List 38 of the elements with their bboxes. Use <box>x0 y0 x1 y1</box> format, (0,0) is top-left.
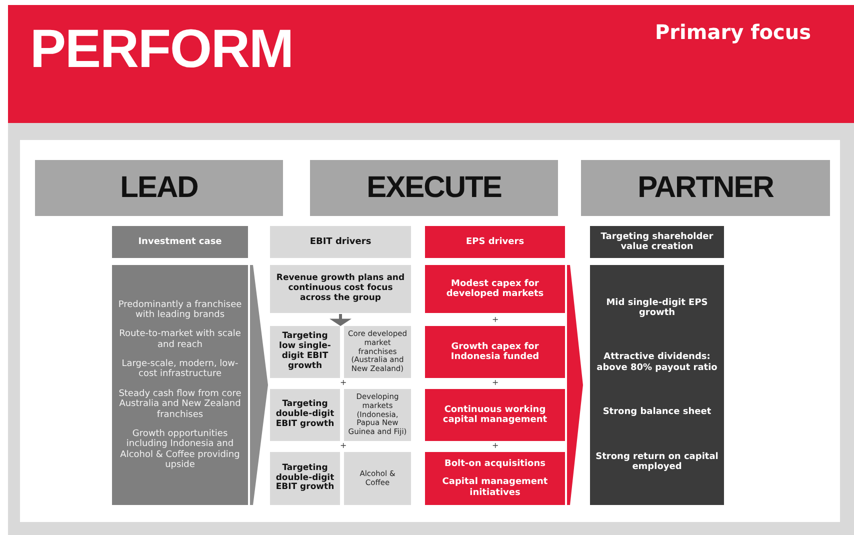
section-header: Targeting shareholder value creation <box>590 226 724 258</box>
text-item: Mid single-digit EPS growth <box>605 298 709 318</box>
text-item: Large-scale, modern, low-cost infrastructure <box>120 359 240 380</box>
text-box: Continuous working capital management <box>425 389 565 441</box>
arrow <box>330 314 352 326</box>
text-panel <box>112 265 248 505</box>
text-item: Capital management initiatives <box>441 477 549 498</box>
text-item: Growth opportunities including Indonesia and Alcohol & Coffee providing upside <box>119 428 241 470</box>
text-item: Predominantly a franchisee with leading brands <box>117 300 243 320</box>
subtitle: Primary focus <box>655 22 812 42</box>
section-header: Investment case <box>112 226 248 258</box>
chevron-arrow <box>567 265 583 505</box>
text-item: Strong return on capital employed <box>594 452 720 472</box>
text-box: Revenue growth plans and continuous cost focus across the group <box>270 265 411 313</box>
text-box: Targeting double-digit EBIT growth <box>270 452 340 505</box>
text-panel <box>590 265 724 505</box>
section-header: EBIT drivers <box>270 226 411 258</box>
text-box: Modest capex for developed markets <box>425 265 565 313</box>
text-box: Growth capex for Indonesia funded <box>425 326 565 378</box>
chevron-arrow <box>250 265 268 505</box>
section-header: EPS drivers <box>425 226 565 258</box>
column-heading: PARTNER <box>581 160 830 216</box>
page-title: PERFORM <box>30 22 293 76</box>
plus-sign: + <box>492 442 499 450</box>
column-heading: LEAD <box>35 160 283 216</box>
text-item: Steady cash flow from core Australia and New Zealand franchises <box>118 388 242 420</box>
text-box: Targeting low single-digit EBIT growth <box>270 326 340 378</box>
text-box: Targeting double-digit EBIT growth <box>270 389 340 441</box>
text-item: Route-to-market with scale and reach <box>118 329 242 350</box>
column-heading: EXECUTE <box>310 160 558 216</box>
text-box <box>425 452 565 505</box>
text-item: Bolt-on acquisitions <box>444 458 546 470</box>
text-item: Attractive dividends: above 80% payout ratio <box>596 352 718 374</box>
plus-sign: + <box>492 316 499 324</box>
plus-sign: + <box>340 379 347 387</box>
plus-sign: + <box>340 442 347 450</box>
plus-sign: + <box>492 379 499 387</box>
text-item: Strong balance sheet <box>602 407 712 418</box>
